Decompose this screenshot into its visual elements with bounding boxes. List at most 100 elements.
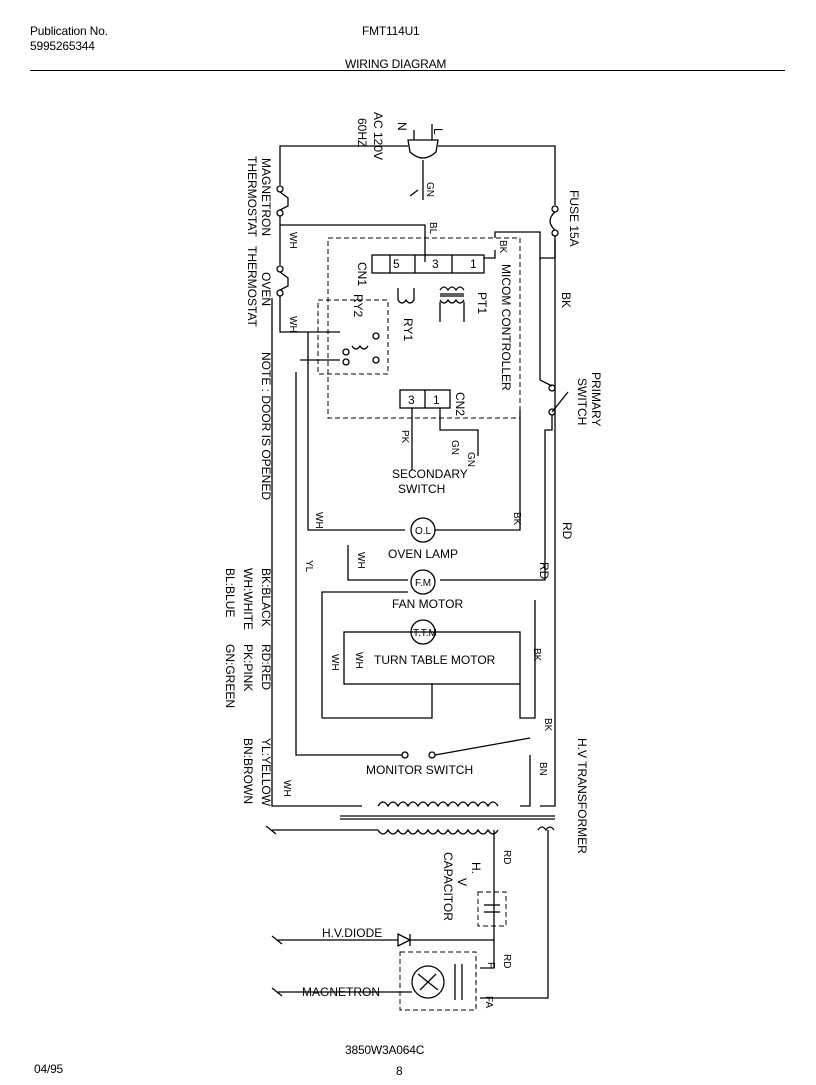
- ry2-relay: [342, 344, 369, 366]
- wire-rd-label-2: RD: [537, 562, 551, 580]
- magnetron-thermostat: [276, 185, 289, 217]
- legend-bl: BL:BLUE: [223, 568, 237, 617]
- line-wire: [438, 145, 556, 205]
- footer-date: 04/95: [34, 1062, 64, 1076]
- ry2-label: RY2: [351, 294, 365, 317]
- magnetron-pin-fa: FA: [483, 996, 494, 1009]
- magnetron-thermostat-label-2: THERMOSTAT: [245, 156, 259, 238]
- wire-gn-label-2: GN: [465, 452, 476, 467]
- primary-rd-wire: [440, 415, 553, 581]
- wire-wh-label-7: WH: [353, 652, 364, 669]
- secondary-switch-label-2: SWITCH: [398, 482, 445, 496]
- turn-table-motor: T.T.M: [410, 619, 437, 645]
- filament-wire: [480, 830, 549, 999]
- wire-yl-label: YL: [303, 560, 314, 573]
- neutral-wire: [279, 145, 408, 185]
- wh-outer-rail: [271, 298, 362, 807]
- note-text: NOTE : DOOR IS OPENED: [259, 352, 273, 500]
- legend-gn: GN:GREEN: [223, 644, 237, 708]
- line-after-fuse: [539, 236, 556, 380]
- oven-lamp: O.L: [410, 517, 436, 543]
- wire-bl-label: BL: [427, 222, 438, 235]
- ry1-label: RY1: [401, 318, 415, 341]
- publication-label: Publication No.: [30, 24, 108, 38]
- bn-wire: [520, 755, 531, 807]
- micom-controller-box: [327, 237, 521, 419]
- wire-bn-label: BN: [537, 762, 548, 776]
- legend-bk: BK:BLACK: [259, 568, 273, 627]
- power-line-label: L: [431, 128, 445, 135]
- ttm-return: [322, 684, 433, 719]
- bk-feed: [494, 231, 541, 260]
- fan-wh-wire: [321, 591, 408, 718]
- oven-thermostat-label-2: THERMOSTAT: [245, 246, 259, 328]
- hv-transformer-label: H.V TRANSFORMER: [575, 738, 589, 854]
- wire-wh-label-3: WH: [313, 512, 324, 529]
- wire-rd-label-1: RD: [560, 522, 574, 540]
- svg-text:T.T.M: T.T.M: [413, 628, 437, 639]
- legend-wh: WH:WHITE: [241, 568, 255, 630]
- primary-switch: [539, 379, 569, 416]
- monitor-switch-label: MONITOR SWITCH: [366, 763, 473, 777]
- cn2-pin-3: 3: [408, 393, 415, 407]
- fuse-label: FUSE 15A: [567, 190, 581, 247]
- wire-wh-label-4: WH: [281, 780, 292, 797]
- publication-number: 5995265344: [30, 39, 95, 53]
- svg-text:F.M: F.M: [415, 578, 431, 589]
- magnetron-thermostat-label-1: MAGNETRON: [259, 158, 273, 236]
- primary-switch-label-1: PRIMARY: [589, 372, 603, 426]
- header-rule: [30, 70, 785, 71]
- wh-rail-lamp: [307, 332, 405, 531]
- relay-box: [317, 299, 389, 375]
- page-number: 8: [396, 1064, 403, 1078]
- monitor-switch: [401, 737, 531, 759]
- power-plug: [407, 124, 439, 200]
- bl-wire: [280, 224, 426, 262]
- primary-switch-label-2: SWITCH: [575, 378, 589, 425]
- magnetron: [411, 964, 463, 1000]
- model-number: FMT114U1: [362, 24, 420, 38]
- power-spec-frequency: 60HZ: [355, 118, 369, 147]
- hv-capacitor: [484, 904, 500, 913]
- svg-text:O.L: O.L: [415, 526, 432, 537]
- wire-rd-label-4: RD: [501, 954, 512, 968]
- cn2-pin-1: 1: [433, 393, 440, 407]
- section-title: WIRING DIAGRAM: [345, 57, 447, 71]
- wire-wh-label-1: WH: [287, 232, 298, 249]
- magnetron-label: MAGNETRON: [302, 985, 380, 999]
- hv-transformer: [340, 801, 555, 835]
- yl-rail: [295, 372, 402, 756]
- pt1-transformer: [439, 286, 465, 322]
- ttm-bk-wire: [519, 600, 536, 719]
- magnetron-box: [399, 951, 477, 1011]
- power-neutral-label: N: [395, 122, 409, 131]
- oven-lamp-label: OVEN LAMP: [388, 547, 458, 561]
- legend-pk: PK:PINK: [241, 644, 255, 691]
- hv-capacitor-label-2: V: [455, 878, 469, 886]
- magnetron-pin-f: F: [485, 962, 496, 968]
- wire-bk-label-3: BK: [511, 512, 522, 526]
- drawing-number: 3850W3A064C: [345, 1043, 425, 1057]
- cn1-pin-5: 5: [393, 257, 400, 271]
- power-spec-voltage: AC 120V: [371, 112, 385, 160]
- ground-label: GN: [424, 182, 435, 197]
- legend-bn: BN:BROWN: [241, 738, 255, 804]
- lamp-bk-wire: [435, 410, 521, 531]
- hv-capacitor-label-1: H.: [469, 862, 483, 874]
- fan-motor-label: FAN MOTOR: [392, 597, 463, 611]
- legend-rd: RD:RED: [259, 644, 273, 690]
- wire-wh-label-2: WH: [287, 316, 298, 333]
- fan-motor: F.M: [410, 569, 436, 595]
- wire-rd-label-3: RD: [501, 850, 512, 864]
- hv-diode-label: H.V.DIODE: [322, 926, 382, 940]
- lamp-fan-wh: [347, 545, 408, 581]
- wire-gn-label-1: GN: [449, 440, 460, 455]
- diode-cap-wire: [410, 939, 495, 969]
- wire-wh-label-6: WH: [329, 654, 340, 671]
- hv-diode: [397, 932, 412, 948]
- legend-yl: YL:YELLOW: [259, 738, 273, 807]
- cn1-pin-3: 3: [432, 257, 439, 271]
- cn1-label: CN1: [355, 262, 369, 286]
- pt1-label: PT1: [475, 292, 489, 314]
- wire-bk-label-1: BK: [559, 292, 573, 308]
